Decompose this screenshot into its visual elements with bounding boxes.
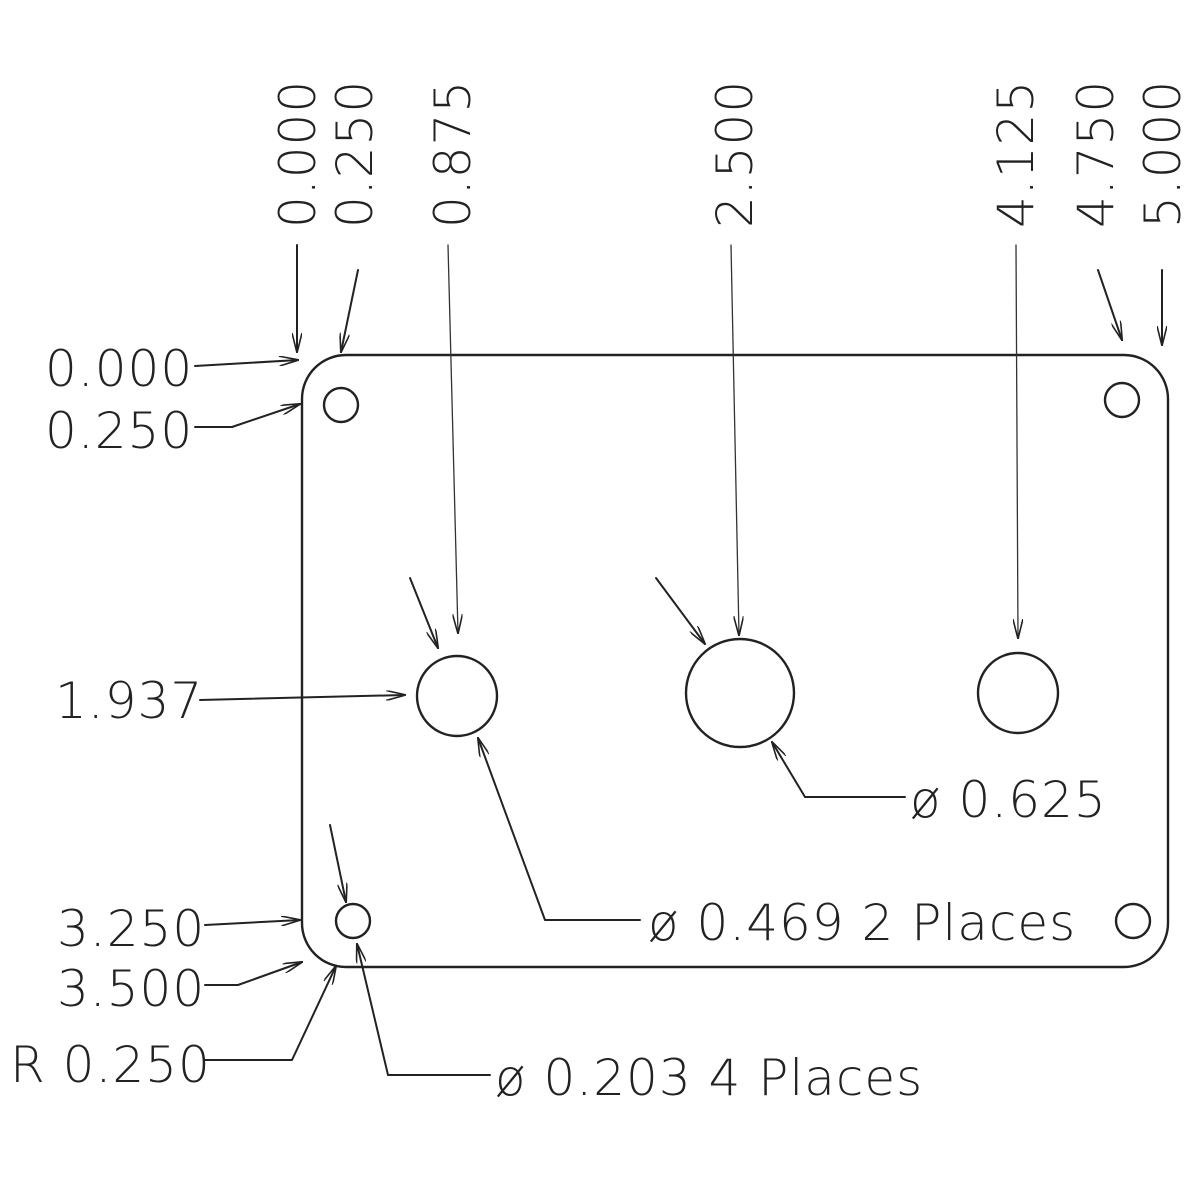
dim-x-4-750: 4.750	[1067, 80, 1125, 228]
plate-outline	[300, 353, 1170, 969]
dim-x-0-000: 0.000	[269, 80, 327, 228]
dim-x-5-000: 5.000	[1134, 80, 1192, 228]
dim-corner-radius: R 0.250	[10, 1036, 211, 1094]
callout-medium-holes: ø 0.469 2 Places	[648, 894, 1076, 952]
hole-small-top-right	[1103, 381, 1141, 419]
dim-y-1-937: 1.937	[55, 672, 203, 730]
left-dimension-leaders	[194, 360, 405, 1061]
callout-leaders	[329, 577, 906, 1076]
dim-x-0-250: 0.250	[326, 80, 384, 228]
hole-small-top-left	[322, 386, 360, 424]
hole-small-bottom-left	[334, 902, 372, 940]
dim-x-2-500: 2.500	[706, 80, 764, 228]
callout-labels: ø 0.625 ø 0.469 2 Places ø 0.203 4 Place…	[495, 771, 1107, 1107]
dim-y-0-000: 0.000	[45, 340, 193, 398]
dim-y-3-250: 3.250	[57, 900, 205, 958]
left-dimension-labels: 0.000 0.250 1.937 3.250 3.500 R 0.250	[10, 340, 211, 1094]
dim-y-3-500: 3.500	[57, 960, 205, 1018]
callout-small-holes: ø 0.203 4 Places	[495, 1049, 923, 1107]
dim-y-0-250: 0.250	[45, 402, 193, 460]
top-dimension-leaders	[297, 244, 1162, 638]
top-dimension-labels: 0.000 0.250 0.875 2.500 4.125 4.750 5.00…	[269, 80, 1192, 228]
dim-x-0-875: 0.875	[424, 80, 482, 228]
holes	[322, 381, 1152, 940]
dim-x-4-125: 4.125	[987, 80, 1045, 228]
hole-medium-right	[976, 651, 1060, 735]
hole-medium-left	[415, 654, 499, 738]
hole-small-bottom-right	[1114, 902, 1152, 940]
hole-large-center	[684, 637, 796, 749]
callout-large-hole: ø 0.625	[910, 771, 1107, 829]
